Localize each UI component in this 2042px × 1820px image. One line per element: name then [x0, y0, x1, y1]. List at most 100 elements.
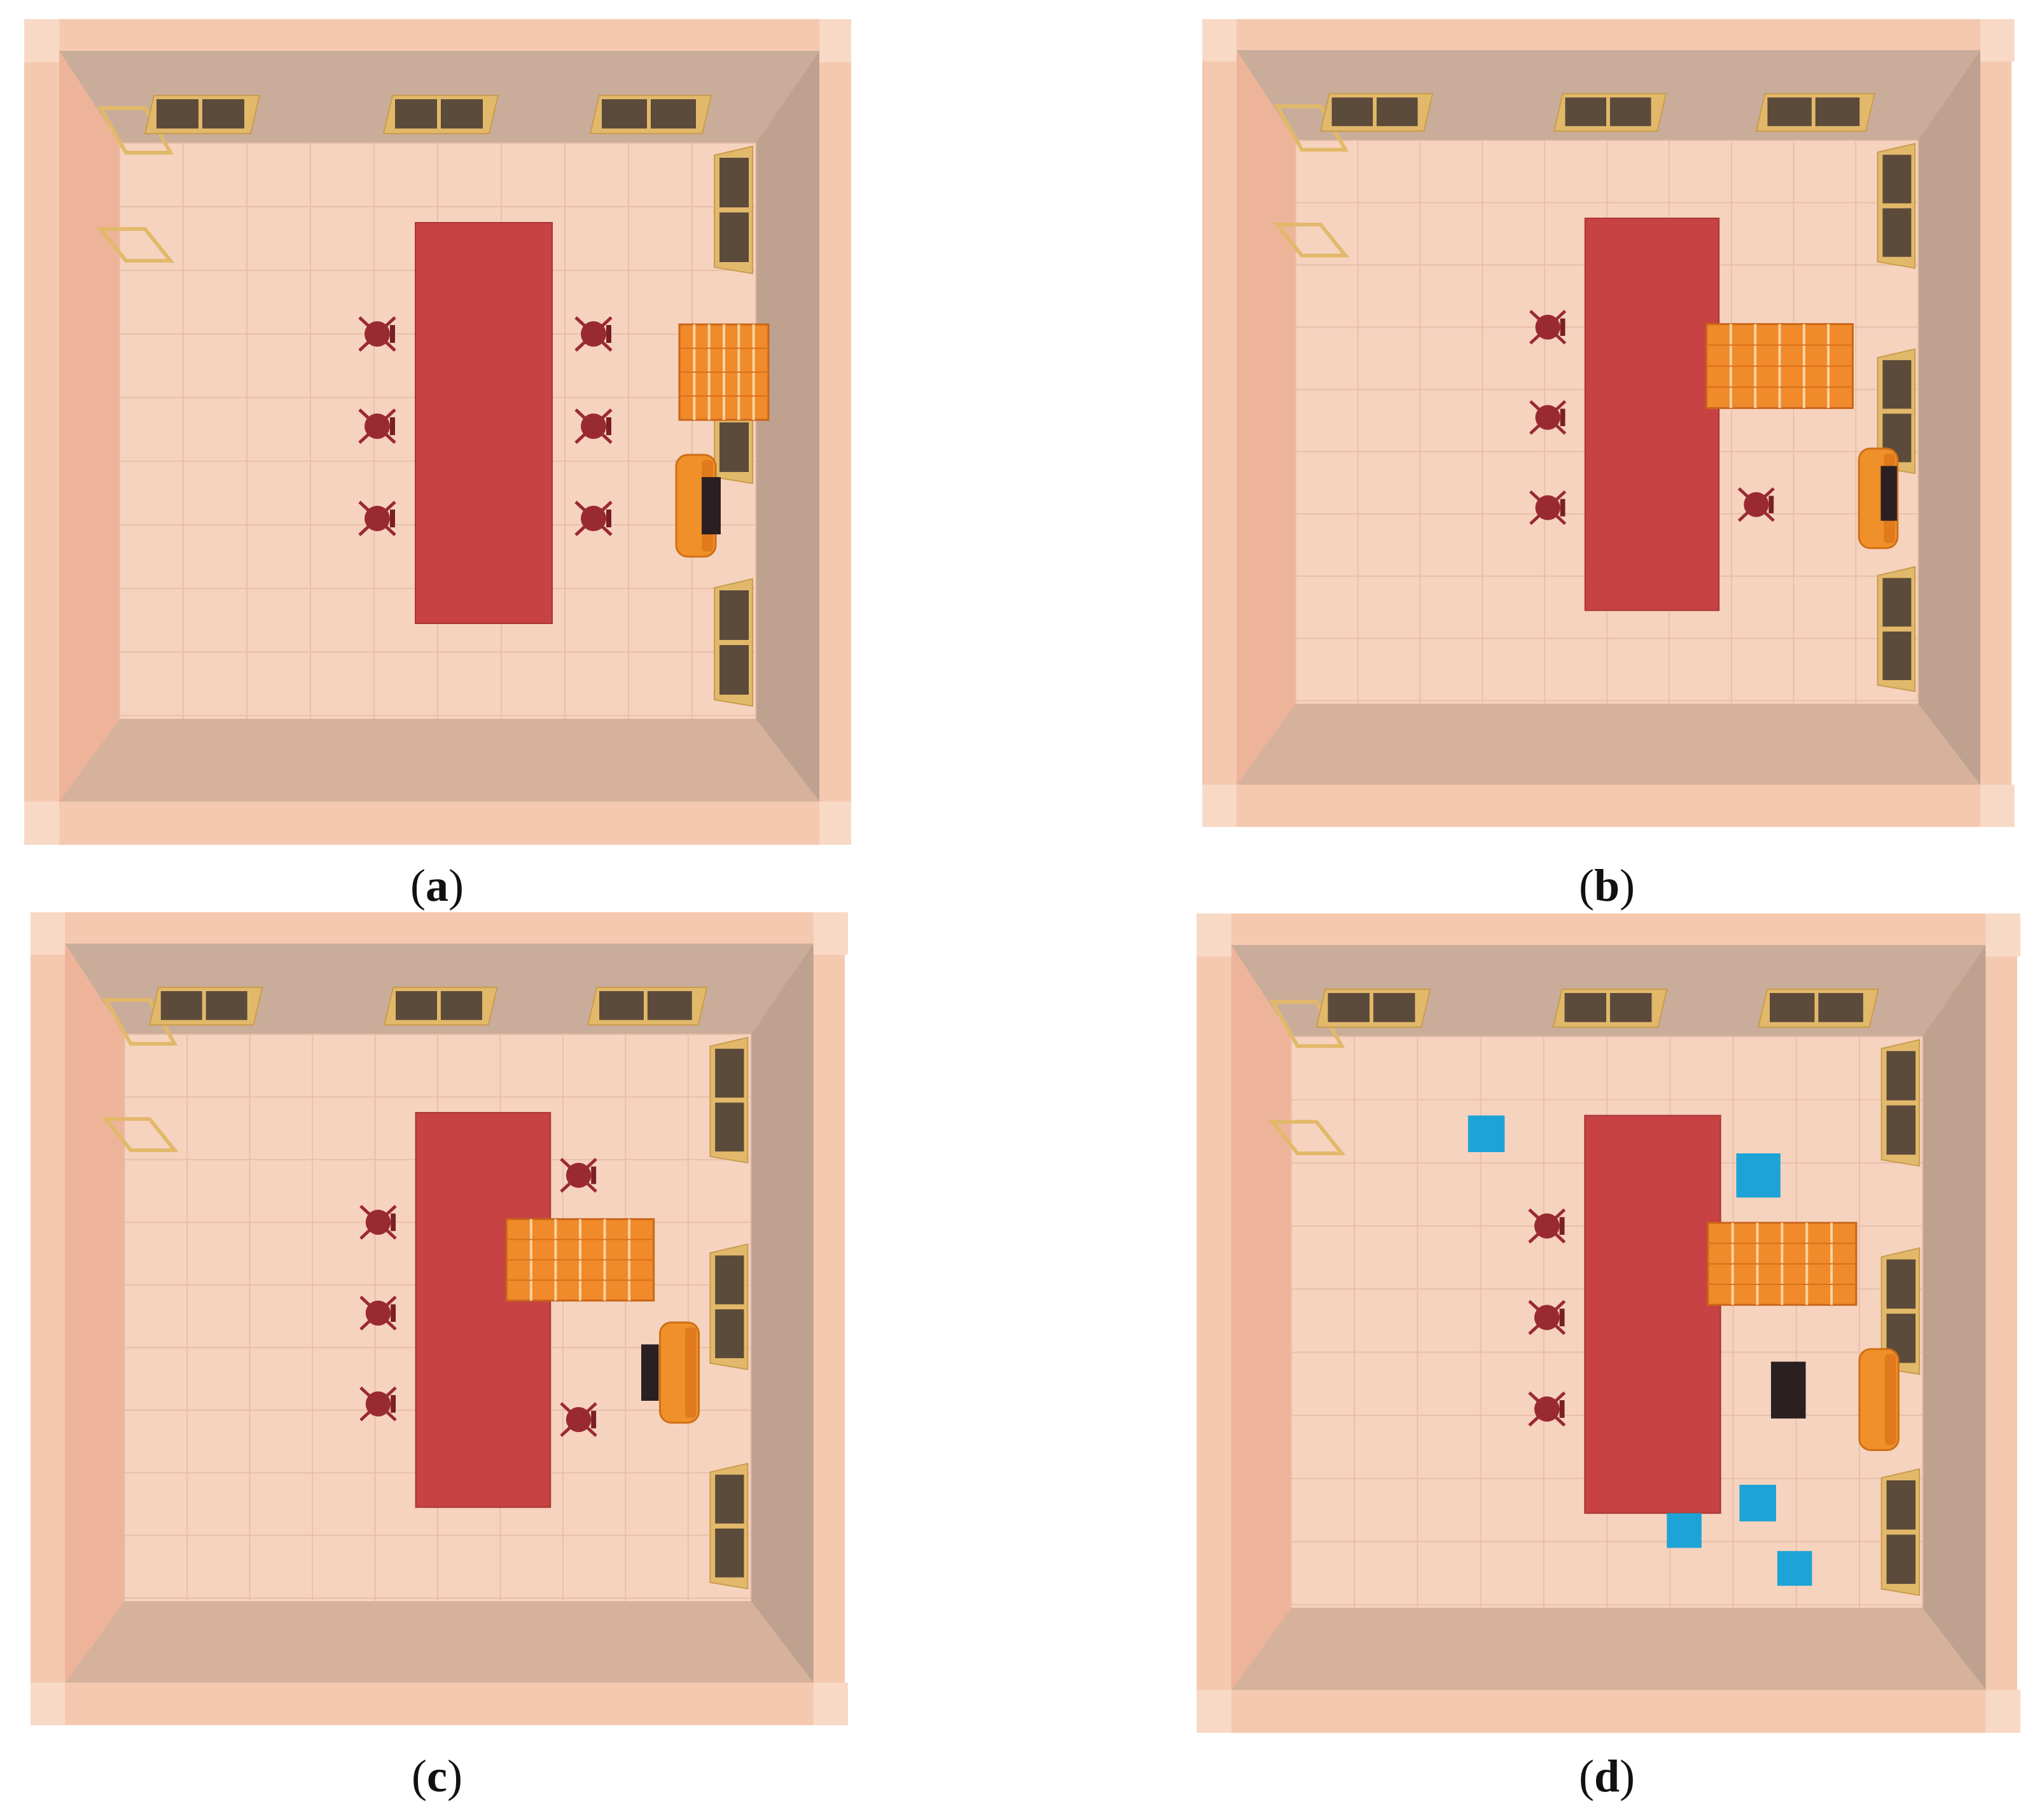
chair-right	[574, 501, 613, 536]
window-top	[144, 95, 261, 134]
floor-grid	[1290, 1036, 1924, 1608]
room-panel-b	[1193, 19, 2020, 827]
bookshelf	[1707, 1221, 1858, 1306]
door-frame	[1268, 999, 1345, 1048]
corner-pillar	[813, 912, 848, 955]
corner-pillar	[1980, 19, 2015, 62]
window-right	[714, 578, 753, 707]
room-panel-a	[24, 19, 851, 845]
chair-left	[1528, 1391, 1566, 1427]
window-top	[148, 987, 263, 1026]
wall-left	[1231, 945, 1291, 1690]
window-right	[1877, 348, 1916, 475]
window-right	[1877, 142, 1916, 269]
door-frame	[96, 227, 175, 263]
bookshelf	[678, 323, 770, 421]
window-right	[709, 1243, 749, 1370]
sofa	[1858, 1348, 1900, 1451]
wall-front	[59, 719, 819, 802]
door-frame	[1274, 104, 1349, 152]
room-render-b	[1202, 19, 2015, 827]
corner-pillar	[819, 19, 851, 62]
conference-table	[1584, 218, 1720, 611]
wall-right	[1922, 945, 1986, 1690]
conference-table	[415, 222, 553, 624]
chair-left	[359, 1386, 397, 1422]
window-right	[1877, 566, 1916, 692]
chair-left	[1529, 310, 1567, 345]
window-right	[709, 1036, 749, 1164]
window-right	[709, 1462, 749, 1590]
chair-right	[560, 1158, 597, 1193]
wall-right	[756, 51, 819, 802]
chair-right	[574, 316, 613, 352]
corner-pillar	[31, 912, 66, 955]
room-scene	[24, 19, 851, 845]
chair-left	[1529, 490, 1567, 525]
wall-left	[59, 51, 120, 802]
wall-left	[65, 943, 125, 1683]
window-top	[1755, 93, 1875, 132]
window-right	[714, 145, 753, 275]
chair-right	[560, 1402, 597, 1437]
corner-pillar	[24, 19, 59, 62]
room-scene	[1202, 19, 2015, 827]
corner-pillar	[1985, 1690, 2020, 1733]
wall-front	[1236, 704, 1981, 785]
caption-letter-a: a	[426, 860, 448, 911]
door-frame	[1268, 1120, 1346, 1156]
door-frame	[1273, 222, 1350, 258]
room-render-c	[31, 912, 848, 1725]
corner-pillar	[1985, 913, 2020, 957]
tv	[1770, 1361, 1806, 1419]
door-frame	[97, 106, 174, 155]
sofa	[659, 1321, 700, 1424]
caption-letter-d: d	[1594, 1751, 1620, 1802]
room-scene	[1197, 913, 2020, 1733]
room-panel-c	[24, 912, 851, 1725]
chair-right	[1737, 487, 1775, 522]
window-top	[382, 95, 499, 134]
corner-pillar	[813, 1683, 848, 1725]
chair-left	[358, 501, 396, 536]
corner-pillar	[1980, 784, 2015, 827]
blue-marker	[1736, 1153, 1781, 1198]
caption-b: (b)	[1578, 860, 1635, 911]
corner-pillar	[31, 1683, 66, 1725]
caption-a: (a)	[410, 860, 464, 911]
conference-table	[415, 1112, 552, 1508]
wall-right	[1918, 50, 1981, 785]
chair-left	[1529, 399, 1567, 435]
window-top	[1316, 989, 1431, 1028]
chair-left	[359, 1204, 397, 1240]
window-top	[1757, 989, 1879, 1028]
wall-left	[1236, 50, 1296, 785]
room-panel-d	[1193, 913, 2020, 1733]
chair-left	[358, 408, 396, 444]
tv	[641, 1344, 659, 1401]
window-top	[587, 987, 708, 1026]
chair-left	[359, 1295, 397, 1331]
caption-d: (d)	[1578, 1751, 1635, 1802]
corner-pillar	[1202, 19, 1237, 62]
wall-right	[751, 943, 814, 1683]
window-right	[1880, 1247, 1920, 1375]
chair-left	[1528, 1300, 1566, 1335]
door-frame	[102, 997, 178, 1046]
bookshelf	[1705, 323, 1854, 409]
window-right	[1880, 1039, 1920, 1167]
room-render-a	[24, 19, 851, 845]
window-top	[1319, 93, 1434, 132]
caption-letter-b: b	[1594, 860, 1620, 911]
door-frame	[102, 1116, 179, 1153]
window-right	[1880, 1468, 1920, 1596]
room-scene	[31, 912, 848, 1725]
corner-pillar	[1197, 1690, 1232, 1733]
window-top	[1552, 989, 1668, 1028]
tv	[702, 477, 721, 534]
wall-front	[65, 1601, 814, 1683]
blue-marker	[1739, 1485, 1776, 1522]
caption-c: (c)	[412, 1751, 462, 1802]
caption-letter-c: c	[427, 1751, 447, 1802]
chair-left	[358, 316, 396, 352]
